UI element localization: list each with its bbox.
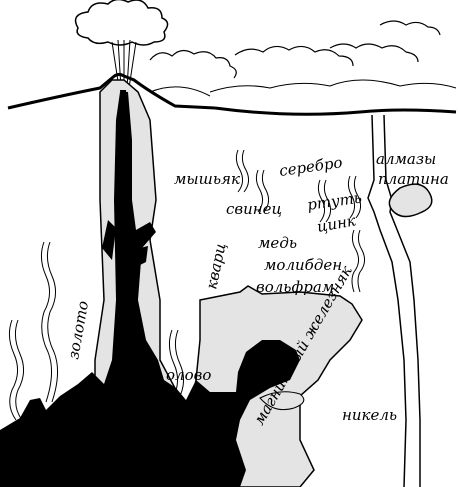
label-molybdenum: молибден [264, 256, 342, 274]
label-nickel: никель [342, 406, 397, 424]
label-gold: золото [64, 299, 92, 360]
eruption-cloud [74, 0, 169, 89]
label-lead: свинец [226, 200, 282, 218]
landscape [7, 72, 457, 116]
dark-intrusion [0, 90, 300, 487]
label-tin: олово [166, 366, 211, 384]
label-diamonds: алмазы [376, 150, 436, 168]
ore-veins [8, 149, 366, 421]
label-zinc: цинк [316, 211, 358, 236]
clouds [149, 20, 441, 79]
label-silver: серебро [278, 153, 343, 180]
label-tungsten: вольфрам [256, 278, 334, 296]
label-copper: медь [258, 234, 297, 252]
right-veins [367, 114, 433, 487]
label-quartz: кварц [202, 241, 229, 290]
label-platinum: платина [378, 170, 449, 188]
label-arsenic: мышьяк [174, 170, 240, 188]
